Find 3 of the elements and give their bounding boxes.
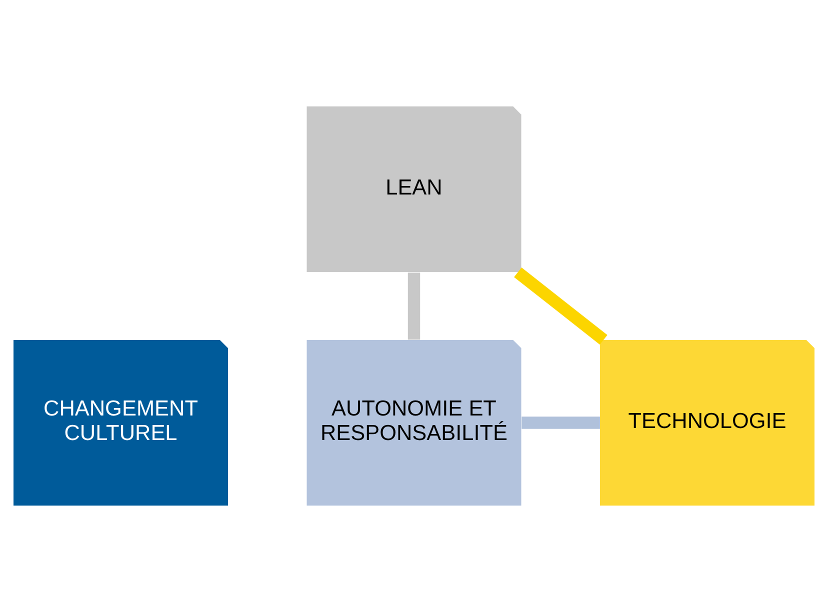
connector xyxy=(514,267,608,345)
connector xyxy=(408,272,420,340)
connector xyxy=(522,416,600,429)
